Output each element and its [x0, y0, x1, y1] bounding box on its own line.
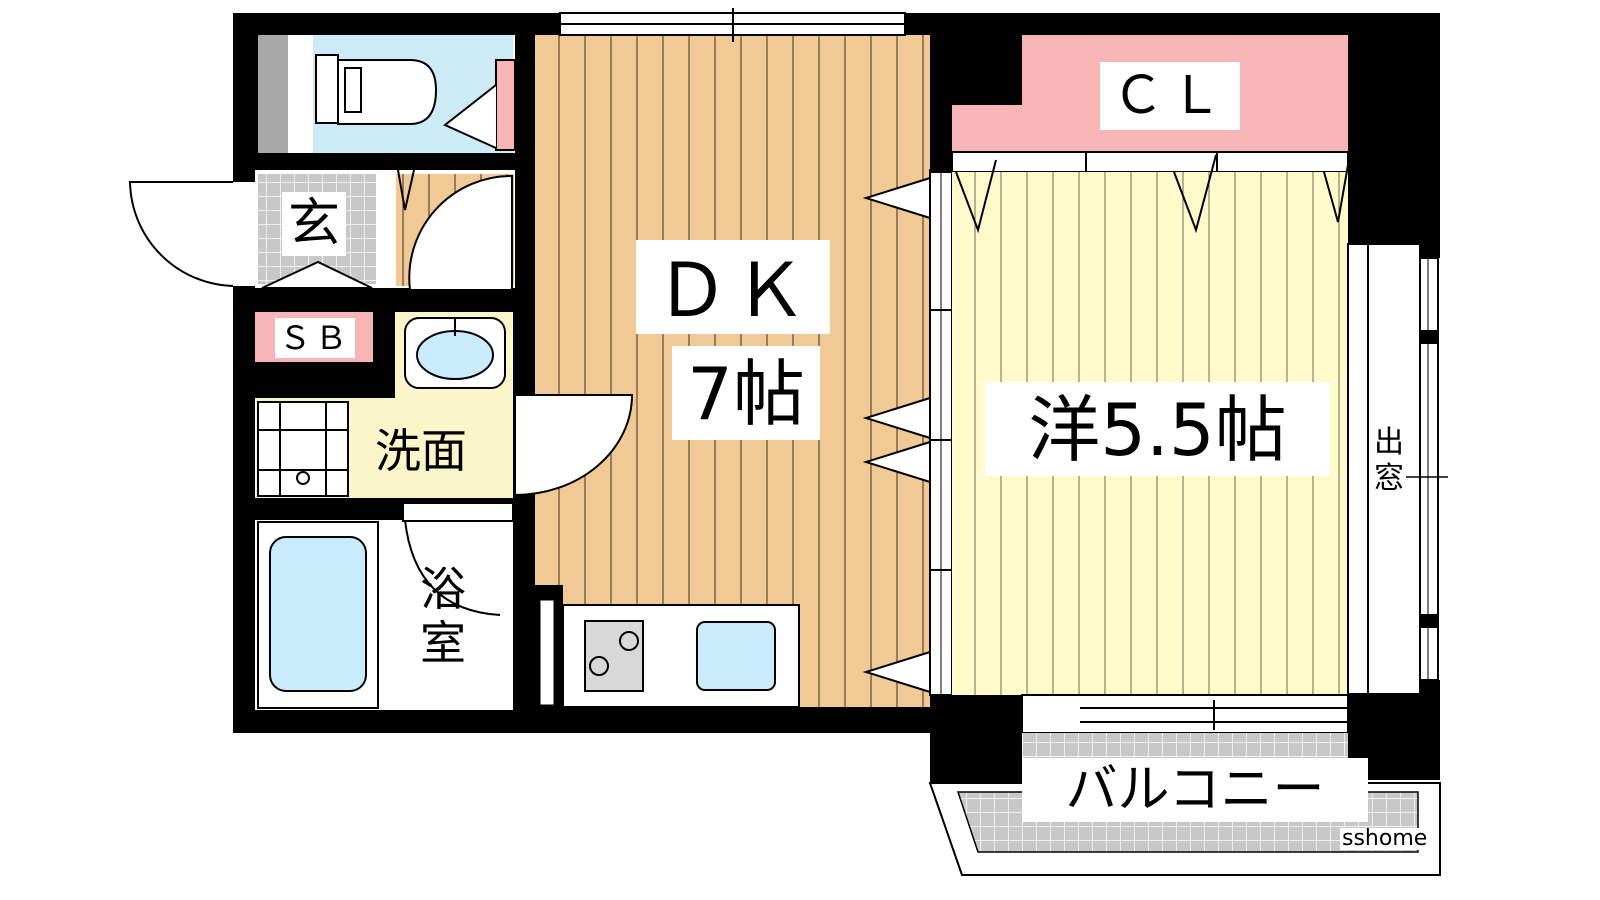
dk-bottom-wall — [535, 707, 930, 733]
toilet-door-frame — [495, 59, 516, 151]
washing-machine-icon — [257, 401, 349, 497]
shoe-box-inner — [275, 318, 355, 358]
entrance-arrow — [261, 260, 373, 289]
dk-size-label: 7帖 — [672, 346, 820, 440]
sliding-door-arrows — [862, 176, 931, 694]
western-room-label: 洋5.5帖 — [985, 382, 1330, 476]
watermark: sshome — [1340, 826, 1430, 851]
bath-door-frame — [402, 502, 514, 522]
washbasin-icon — [404, 317, 506, 389]
closet-label: ＣＬ — [1100, 62, 1240, 130]
balcony-window — [1021, 694, 1349, 734]
entrance-label: 玄 — [282, 192, 346, 256]
right-bottom-left-pillar — [930, 695, 1022, 783]
hall-door-swing — [408, 174, 513, 291]
kitchen-counter — [562, 604, 800, 708]
closet-door-arrows — [955, 154, 1349, 234]
right-wall-upper — [1348, 13, 1440, 258]
fridge-slot — [539, 599, 555, 706]
bathtub-icon — [257, 521, 379, 709]
closet-door-rail — [951, 151, 1349, 173]
bath-label-2: 室 — [420, 616, 466, 670]
right-left-top-wall — [930, 13, 952, 173]
washroom-label: 洗面 — [375, 424, 467, 478]
bay-window-label-1: 出 — [1372, 425, 1406, 460]
balcony-label: バルコニー — [1022, 758, 1368, 822]
toilet-door-swing — [443, 84, 497, 149]
toilet-shelf — [258, 35, 288, 153]
dk-label: ＤＫ — [636, 240, 830, 334]
toilet-icon — [315, 54, 438, 125]
closet-pillar — [952, 35, 1022, 105]
bath-label-1: 浴 — [420, 562, 466, 616]
hall-arrow — [397, 169, 415, 211]
bath-door-swing — [404, 519, 501, 616]
washroom-door-swing — [514, 394, 634, 497]
entrance-door-gap — [233, 182, 258, 286]
right-top-wall — [930, 13, 1440, 35]
entrance-door-swing — [128, 181, 237, 287]
bay-window-label-2: 窓 — [1372, 461, 1406, 496]
bay-window-outer-frame — [1419, 257, 1439, 681]
shoe-box-label: ＳＢ — [278, 319, 351, 357]
